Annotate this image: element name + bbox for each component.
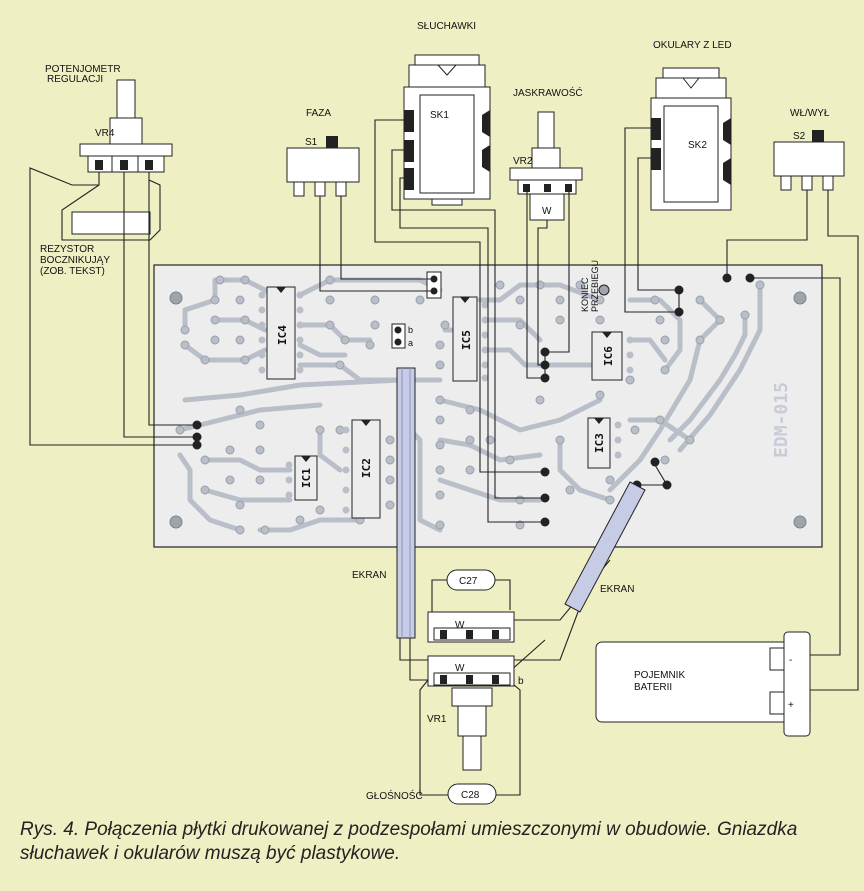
ic1-chip: IC1 [285, 455, 318, 501]
ic1-label: IC1 [300, 468, 313, 488]
ic4-label: IC4 [276, 325, 289, 345]
s2-label: S2 [793, 131, 806, 142]
brightness-label: JASKRAWOŚĆ [513, 86, 583, 99]
sk1-label: SK1 [430, 110, 449, 121]
battery-plus-label: + [788, 700, 794, 711]
shunt-resistor [71, 211, 151, 235]
mounting-holes [169, 291, 807, 529]
c27-label: C27 [459, 576, 478, 587]
end-run-label-2: PRZEBIEGU [590, 260, 600, 312]
vr1-potentiometer [427, 611, 515, 771]
vr2-wiper-label: W [542, 206, 552, 217]
s1-switch [286, 136, 360, 197]
c28-label: C28 [461, 790, 480, 801]
resistor-label-3: (ZOB. TEKST) [40, 266, 105, 277]
sk1-headphone-jack [403, 54, 491, 206]
c28-capacitor [447, 783, 497, 805]
vr2-label: VR2 [513, 156, 533, 167]
resistor-label-2: BOCZNIKUJĄY [40, 255, 110, 266]
battery-label-2: BATERII [634, 682, 672, 693]
s1-label: S1 [305, 137, 318, 148]
wiring [29, 119, 859, 796]
ic2-chip: IC2 [342, 419, 381, 519]
c27-capacitor [446, 569, 496, 591]
ekran-label-right: EKRAN [600, 584, 634, 595]
ic3-chip: IC3 [587, 417, 622, 469]
sk2-glasses-jack [650, 67, 732, 211]
potentiometer-label-1: POTENJOMETR [45, 64, 121, 75]
battery-minus-label: - [789, 655, 792, 666]
ekran-label-left: EKRAN [352, 570, 386, 581]
shield-cable-left [396, 367, 416, 639]
battery-holder [595, 631, 811, 737]
vr4-label: VR4 [95, 128, 115, 139]
ic3-label: IC3 [593, 433, 606, 453]
pad-a-label: a [408, 338, 413, 348]
sk2-label: SK2 [688, 140, 707, 151]
ic5-label: IC5 [460, 330, 473, 350]
pcb-pads [175, 275, 765, 535]
figure-caption: Rys. 4. Połączenia płytki drukowanej z p… [20, 819, 798, 864]
ic2-label: IC2 [360, 458, 373, 478]
vr1-pad-b-label: b [518, 676, 524, 687]
vr1-label: VR1 [427, 714, 447, 725]
pcb-traces [177, 277, 763, 533]
vr1-wiper-label-top: W [455, 620, 465, 631]
ic4-chip: IC4 [258, 286, 304, 380]
ic6-label: IC6 [602, 346, 615, 366]
shield-cable-right [564, 481, 646, 613]
glasses-label: OKULARY Z LED [653, 40, 732, 51]
end-run-indicator [598, 284, 610, 296]
resistor-label-1: REZYSTOR [40, 244, 94, 255]
faza-label: FAZA [306, 108, 331, 119]
ic6-chip: IC6 [591, 331, 634, 381]
pad-b-label: b [408, 325, 413, 335]
s2-switch [773, 130, 845, 191]
vr1-wiper-label-bottom: W [455, 663, 465, 674]
headphones-label: SŁUCHAWKI [417, 21, 476, 32]
potentiometer-label-2: REGULACJI [47, 74, 103, 85]
ic5-chip: IC5 [452, 296, 489, 382]
onoff-label: WŁ/WYŁ [790, 108, 830, 119]
battery-label-1: POJEMNIK [634, 670, 685, 681]
board-code: EDM-015 [771, 382, 792, 458]
vr4-potentiometer [79, 79, 173, 173]
volume-label: GŁOŚNOŚĆ [366, 789, 423, 802]
end-run-label-1: KONIEC [580, 277, 590, 312]
